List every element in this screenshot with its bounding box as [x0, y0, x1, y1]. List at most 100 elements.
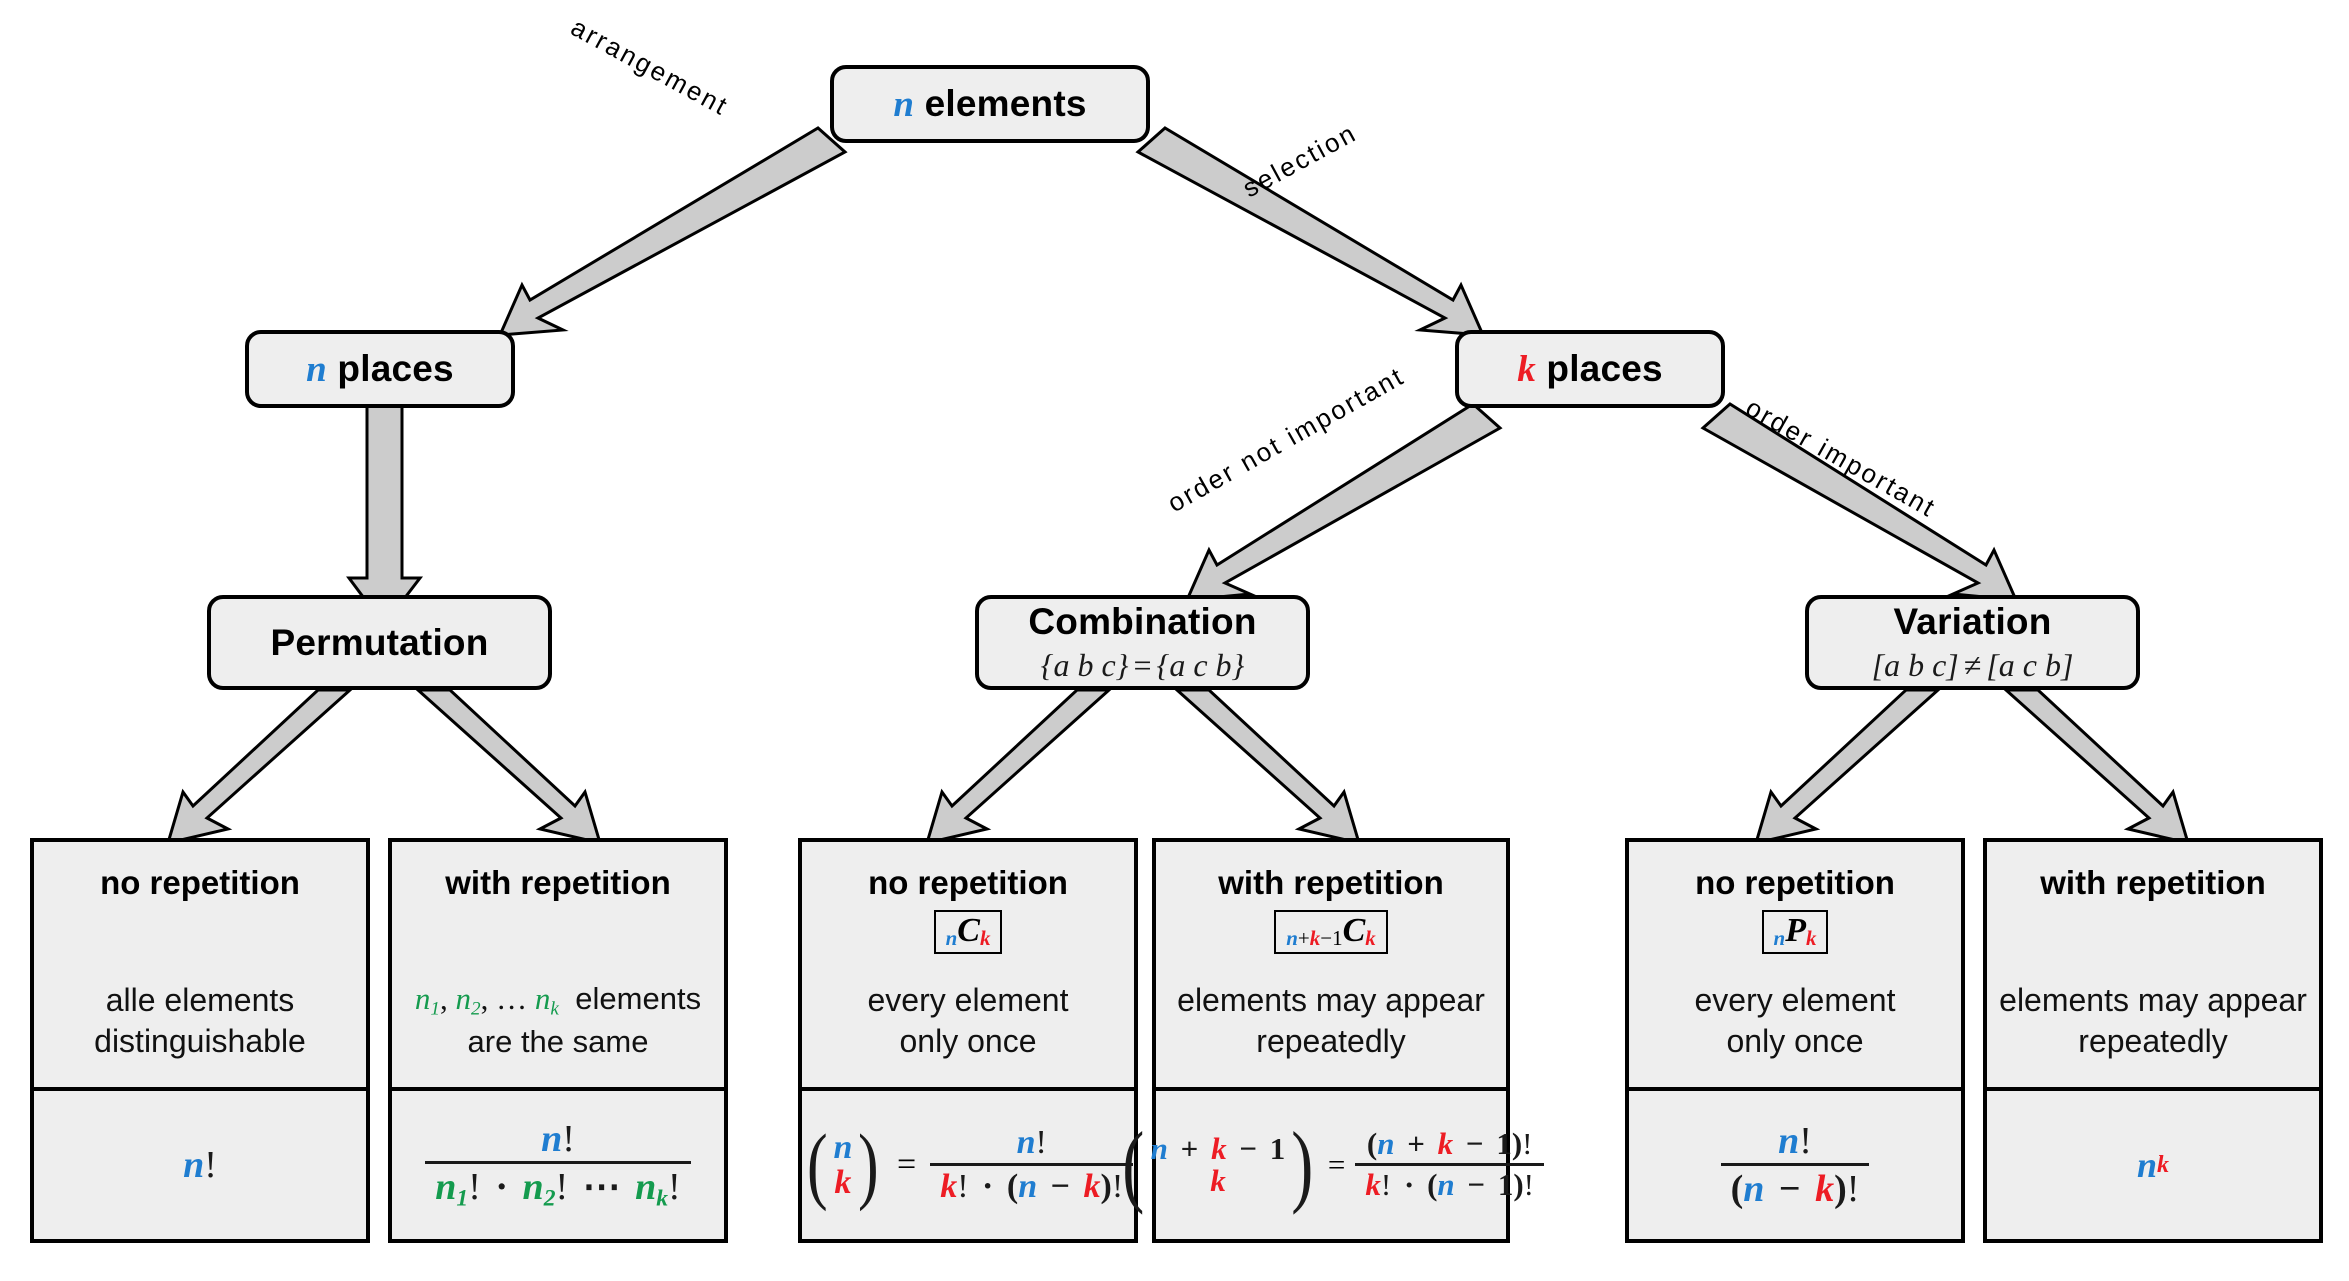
- leaf-description-line2: are the same: [467, 1023, 649, 1059]
- variable-k: k: [1309, 926, 1321, 950]
- leaf-description-line2: only once: [1726, 1022, 1864, 1059]
- arrow-variation-to-no-repetition: [1753, 688, 1942, 846]
- leaf-description-line2: repeatedly: [1256, 1022, 1406, 1059]
- node-k-places-label: k places: [1517, 348, 1663, 390]
- node-n-elements[interactable]: n elements: [830, 65, 1150, 143]
- leaf-description-line1: alle elements: [105, 982, 295, 1019]
- leaf-variation-no-repetition[interactable]: no repetition nPk every element only onc…: [1625, 838, 1965, 1243]
- factorial-sign: !: [562, 1117, 575, 1160]
- arrow-k-places-to-combination: [1184, 402, 1503, 602]
- leaf-description: elements may appear repeatedly: [1989, 980, 2317, 1087]
- variable-k: k: [2157, 1151, 2170, 1178]
- node-permutation-title: Permutation: [270, 621, 489, 663]
- formula-multiset-permutation: n! n1! · n2! ⋯ nk!: [425, 1117, 691, 1212]
- leaf-top-section: with repetition elements may appear repe…: [1987, 842, 2319, 1091]
- leaf-description: alle elements distinguishable: [84, 980, 316, 1087]
- variable-k: k: [1365, 926, 1376, 950]
- symbol-C: C: [957, 912, 980, 949]
- variable-n: n: [541, 1117, 563, 1160]
- variable-n: n: [833, 1128, 853, 1166]
- arrow-variation-to-with-repetition: [2002, 688, 2191, 846]
- node-variation[interactable]: Variation [a b c]≠[a c b]: [1805, 595, 2140, 690]
- leaf-heading: no repetition: [1695, 864, 1895, 901]
- variable-n: n: [1778, 1119, 1800, 1162]
- leaf-top-section: with repetition n1, n2, … nk elements ar…: [392, 842, 724, 1091]
- factorial-sign: !: [204, 1144, 217, 1186]
- node-k-places-text: places: [1546, 347, 1663, 389]
- variable-n: n: [1773, 926, 1786, 950]
- node-n-elements-label: n elements: [893, 83, 1086, 125]
- leaf-description-line1: every element: [1694, 982, 1896, 1019]
- leaf-description-line2: only once: [899, 1022, 1037, 1059]
- variation-seq-right: [a c b]: [1986, 647, 2074, 684]
- leaf-description-line1: elements may appear: [1177, 982, 1485, 1019]
- number-one: 1: [1332, 926, 1343, 950]
- variation-seq-left: [a b c]: [1871, 647, 1959, 684]
- leaf-formula: ( n k ) = n! k! · (n − k)!: [802, 1091, 1134, 1239]
- leaf-top-section: with repetition n+k−1Ck elements may app…: [1156, 842, 1506, 1091]
- formula-variation-no-rep: n! (n − k)!: [1720, 1119, 1870, 1210]
- leaf-description-line1: every element: [867, 982, 1069, 1019]
- leaf-variation-with-repetition[interactable]: with repetition elements may appear repe…: [1983, 838, 2323, 1243]
- leaf-heading: with repetition: [2040, 864, 2266, 901]
- formula-binomial-nk: ( n k ) = n! k! · (n − k)!: [803, 1121, 1134, 1208]
- node-combination-title: Combination: [1028, 600, 1257, 642]
- minus-sign: −: [1320, 926, 1333, 950]
- arrow-k-places-to-variation: [1700, 402, 2019, 602]
- leaf-top-section: no repetition nCk every element only onc…: [802, 842, 1134, 1091]
- leaf-heading: no repetition: [868, 864, 1068, 901]
- leaf-description-line2: repeatedly: [2078, 1022, 2228, 1059]
- arrow-n-places-to-permutation: [346, 402, 424, 628]
- leaf-heading: with repetition: [445, 864, 671, 901]
- leaf-description: every element only once: [858, 980, 1079, 1087]
- node-n-places-label: n places: [306, 348, 454, 390]
- node-combination-subtitle: {a b c}={a c b}: [1041, 647, 1245, 684]
- variable-n: n: [2136, 1145, 2158, 1185]
- variable-n: n: [306, 348, 327, 390]
- leaf-notation-nCk: nCk: [933, 910, 1003, 954]
- leaf-formula: n!: [34, 1091, 366, 1239]
- combination-set-right: {a c b}: [1156, 647, 1245, 684]
- leaf-description-line1: n1, n2, … nk: [414, 981, 559, 1020]
- variable-k: k: [1805, 926, 1817, 950]
- variable-n: n: [183, 1144, 205, 1186]
- leaf-description-line1: elements may appear: [1999, 982, 2307, 1019]
- variable-k: k: [834, 1164, 852, 1201]
- symbol-P: P: [1785, 912, 1806, 949]
- leaf-formula: n! n1! · n2! ⋯ nk!: [392, 1091, 724, 1239]
- leaf-combination-no-repetition[interactable]: no repetition nCk every element only onc…: [798, 838, 1138, 1243]
- leaf-heading: no repetition: [100, 864, 300, 901]
- node-n-places[interactable]: n places: [245, 330, 515, 408]
- arrow-root-to-n-places: [497, 126, 848, 337]
- leaf-formula: n! (n − k)!: [1629, 1091, 1961, 1239]
- combination-set-left: {a b c}: [1040, 647, 1129, 684]
- leaf-description-line2: distinguishable: [94, 1022, 306, 1059]
- leaf-description-elements-word: elements: [566, 981, 702, 1017]
- leaf-formula: ( n + k − 1 k ) = (n + k − 1)! k!: [1122, 1091, 1544, 1239]
- leaf-notation-nPk: nPk: [1761, 910, 1829, 954]
- leaf-permutation-no-repetition[interactable]: no repetition alle elements distinguisha…: [30, 838, 370, 1243]
- node-variation-subtitle: [a b c]≠[a c b]: [1872, 647, 2074, 684]
- arrow-permutation-to-with-repetition: [414, 688, 603, 846]
- arrow-root-to-k-places: [1135, 126, 1486, 337]
- node-permutation[interactable]: Permutation: [207, 595, 552, 690]
- node-combination[interactable]: Combination {a b c}={a c b}: [975, 595, 1310, 690]
- node-n-places-text: places: [337, 347, 454, 389]
- symbol-C: C: [1342, 912, 1366, 949]
- leaf-permutation-with-repetition[interactable]: with repetition n1, n2, … nk elements ar…: [388, 838, 728, 1243]
- equals-sign: =: [897, 1146, 917, 1183]
- leaf-notation-nk1Ck: n+k−1Ck: [1274, 910, 1388, 954]
- variation-seq-op: ≠: [1963, 647, 1982, 684]
- plus-sign: +: [1297, 926, 1310, 950]
- arrow-combination-to-with-repetition: [1173, 688, 1362, 846]
- node-k-places[interactable]: k places: [1455, 330, 1725, 408]
- node-n-elements-text: elements: [924, 82, 1087, 124]
- arrow-permutation-to-no-repetition: [165, 688, 354, 846]
- leaf-combination-with-repetition[interactable]: with repetition n+k−1Ck elements may app…: [1122, 838, 1544, 1243]
- leaf-heading: with repetition: [1218, 864, 1444, 901]
- arrow-combination-to-no-repetition: [924, 688, 1113, 846]
